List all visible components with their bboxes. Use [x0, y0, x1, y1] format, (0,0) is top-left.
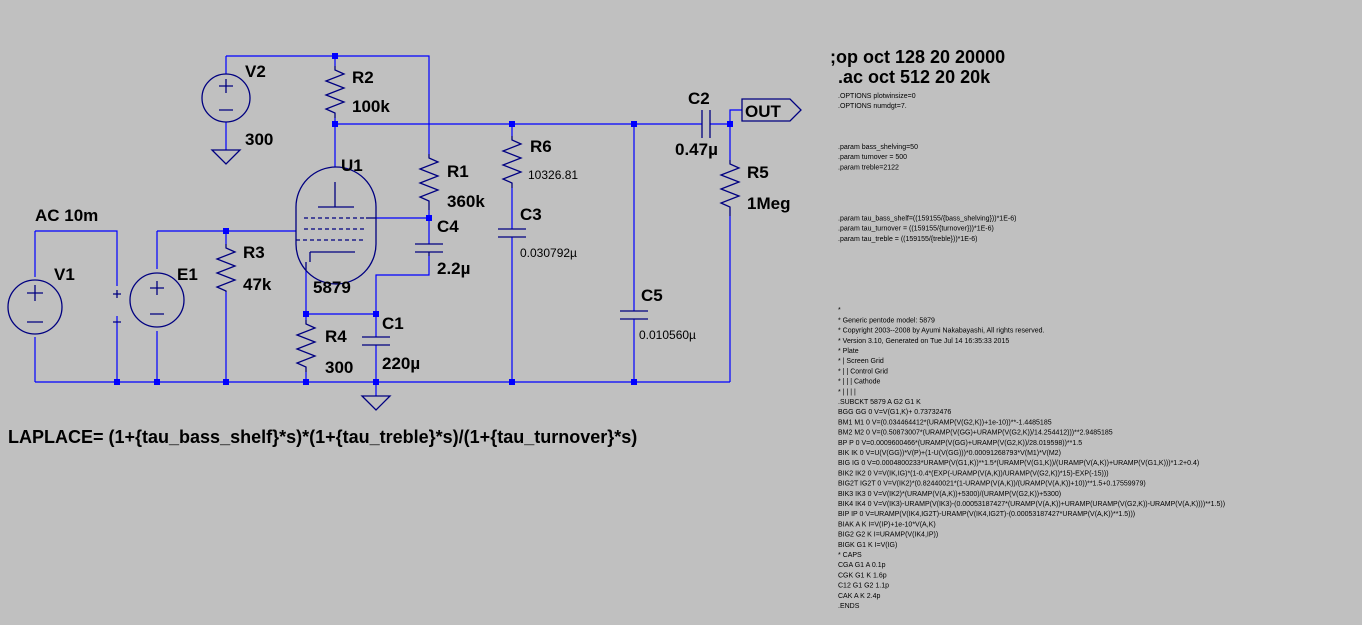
- netlist-line: *: [838, 307, 841, 314]
- r6-name: R6: [530, 137, 552, 156]
- wires[interactable]: [34, 55, 742, 396]
- u1-model: 5879: [313, 278, 351, 297]
- netlist-line: * | | Control Grid: [838, 368, 888, 375]
- out-label: OUT: [745, 102, 782, 121]
- netlist-line: BIP IP 0 V=URAMP(V(IK4,IG2T)-URAMP(V(IK4…: [838, 511, 1135, 518]
- voltage-source-v2[interactable]: V2 300: [201, 62, 273, 149]
- netlist-line: * | Screen Grid: [838, 358, 884, 365]
- out-port[interactable]: OUT: [741, 98, 802, 122]
- netlist-line: CGA G1 A 0.1p: [838, 562, 886, 569]
- netlist-line: .param turnover = 500: [838, 154, 907, 161]
- netlist-line: * | | | Cathode: [838, 379, 881, 386]
- laplace-expression[interactable]: LAPLACE= (1+{tau_bass_shelf}*s)*(1+{tau_…: [8, 427, 637, 447]
- v2-value: 300: [245, 130, 273, 149]
- netlist-line: BIK4 IK4 0 V=V(IK3)-URAMP(V(IK3)-(0.0005…: [838, 501, 1225, 508]
- capacitor-c2[interactable]: C2 0.47µ: [675, 89, 718, 159]
- e1-name: E1: [177, 265, 198, 284]
- r1-name: R1: [447, 162, 469, 181]
- netlist-line: BIK2 IK2 0 V=V(IK,IG)*(1-0.4*(EXP(-URAMP…: [838, 470, 1109, 477]
- netlist-line: * Copyright 2003--2008 by Ayumi Nakabaya…: [838, 328, 1045, 335]
- op-directive[interactable]: ;op oct 128 20 20000: [830, 47, 1005, 67]
- netlist-line: * | | | |: [838, 389, 856, 396]
- capacitor-c1[interactable]: C1 220µ: [362, 314, 420, 373]
- capacitor-c3[interactable]: C3 0.030792µ: [498, 205, 577, 260]
- netlist-line: BP P 0 V=0.0009600466*(URAMP(V(GG)+URAMP…: [838, 440, 1082, 447]
- u1-name: U1: [341, 156, 363, 175]
- netlist-line: .param tau_bass_shelf=((159155/{bass_she…: [838, 215, 1016, 222]
- c2-name: C2: [688, 89, 710, 108]
- v2-name: V2: [245, 62, 266, 81]
- spice-netlist-block[interactable]: .OPTIONS plotwinsize=0 .OPTIONS numdgt=7.…: [838, 93, 1225, 610]
- netlist-line: CGK G1 K 1.6p: [838, 572, 887, 579]
- netlist-line: .param treble=2122: [838, 164, 899, 171]
- c2-value: 0.47µ: [675, 140, 718, 159]
- netlist-line: BIK IK 0 V=U(V(GG))*V(P)+(1-U(V(GG)))*0.…: [838, 450, 1061, 457]
- r1-value: 360k: [447, 192, 485, 211]
- c5-value: 0.010560µ: [639, 328, 696, 342]
- netlist-line: BGG GG 0 V=V(G1,K)+ 0.73732476: [838, 409, 951, 416]
- netlist-line: BIAK A K I=V(IP)+1e-10*V(A,K): [838, 521, 936, 528]
- capacitor-c4[interactable]: C4 2.2µ: [415, 217, 470, 278]
- pentode-u1[interactable]: U1 5879: [295, 156, 377, 297]
- r3-name: R3: [243, 243, 265, 262]
- voltage-source-v1[interactable]: AC 10m V1: [7, 206, 98, 335]
- netlist-line: * Version 3.10, Generated on Tue Jul 14 …: [838, 338, 1009, 345]
- r2-value: 100k: [352, 97, 390, 116]
- netlist-line: * Generic pentode model: 5879: [838, 317, 935, 324]
- netlist-line: .param tau_turnover = ((159155/{turnover…: [838, 226, 994, 233]
- netlist-line: .OPTIONS numdgt=7.: [838, 103, 907, 110]
- netlist-line: * Plate: [838, 348, 859, 355]
- c4-name: C4: [437, 217, 459, 236]
- v1-name: V1: [54, 265, 75, 284]
- c3-name: C3: [520, 205, 542, 224]
- junction-dots: [114, 53, 733, 385]
- netlist-line: BM1 M1 0 V=(0.034464412*(URAMP(V(G2,K))+…: [838, 419, 1052, 426]
- netlist-line: .ENDS: [838, 603, 860, 610]
- netlist-line: BIG2 G2 K I=URAMP(V(IK4,IP)): [838, 532, 938, 539]
- netlist-line: BIGK G1 K I=V(IG): [838, 542, 897, 549]
- netlist-line: BIK3 IK3 0 V=V(IK2)*(URAMP(V(A,K))+5300)…: [838, 491, 1061, 498]
- netlist-line: * CAPS: [838, 552, 862, 559]
- c1-value: 220µ: [382, 354, 420, 373]
- resistor-r3[interactable]: R3 47k: [215, 243, 272, 294]
- resistor-r4[interactable]: R4 300: [295, 320, 353, 377]
- r5-value: 1Meg: [747, 194, 790, 213]
- ground-symbol: [210, 149, 242, 165]
- netlist-line: BM2 M2 0 V=(0.50873007*(URAMP(V(GG)+URAM…: [838, 430, 1113, 437]
- r2-name: R2: [352, 68, 374, 87]
- c1-name: C1: [382, 314, 404, 333]
- c4-value: 2.2µ: [437, 259, 470, 278]
- netlist-line: C12 G1 G2 1.1p: [838, 583, 889, 590]
- resistor-r5[interactable]: R5 1Meg: [719, 160, 790, 216]
- netlist-line: BIG2T IG2T 0 V=V(IK2)*(0.82440021*(1-URA…: [838, 481, 1146, 488]
- resistor-r1[interactable]: R1 360k: [418, 154, 485, 211]
- c3-value: 0.030792µ: [520, 246, 577, 260]
- resistor-r2[interactable]: R2 100k: [324, 66, 390, 118]
- c5-name: C5: [641, 286, 663, 305]
- resistor-r6[interactable]: R6 10326.81: [501, 136, 578, 188]
- dependent-source-e1[interactable]: E1: [113, 265, 198, 328]
- r4-name: R4: [325, 327, 347, 346]
- netlist-line: CAK A K 2.4p: [838, 593, 881, 600]
- netlist-line: .OPTIONS plotwinsize=0: [838, 93, 916, 100]
- r6-value: 10326.81: [528, 168, 578, 182]
- r4-value: 300: [325, 358, 353, 377]
- r5-name: R5: [747, 163, 769, 182]
- netlist-line: .SUBCKT 5879 A G2 G1 K: [838, 399, 921, 406]
- netlist-line: BIG IG 0 V=0.0004800233*URAMP(V(G1,K))**…: [838, 460, 1199, 467]
- netlist-line: .param tau_treble = ((159155/{treble}))*…: [838, 236, 978, 243]
- netlist-line: .param bass_shelving=50: [838, 144, 918, 151]
- ground-symbol: [360, 395, 392, 411]
- v1-value: AC 10m: [35, 206, 98, 225]
- ac-directive[interactable]: .ac oct 512 20 20k: [838, 67, 991, 87]
- r3-value: 47k: [243, 275, 272, 294]
- capacitor-c5[interactable]: C5 0.010560µ: [620, 286, 696, 342]
